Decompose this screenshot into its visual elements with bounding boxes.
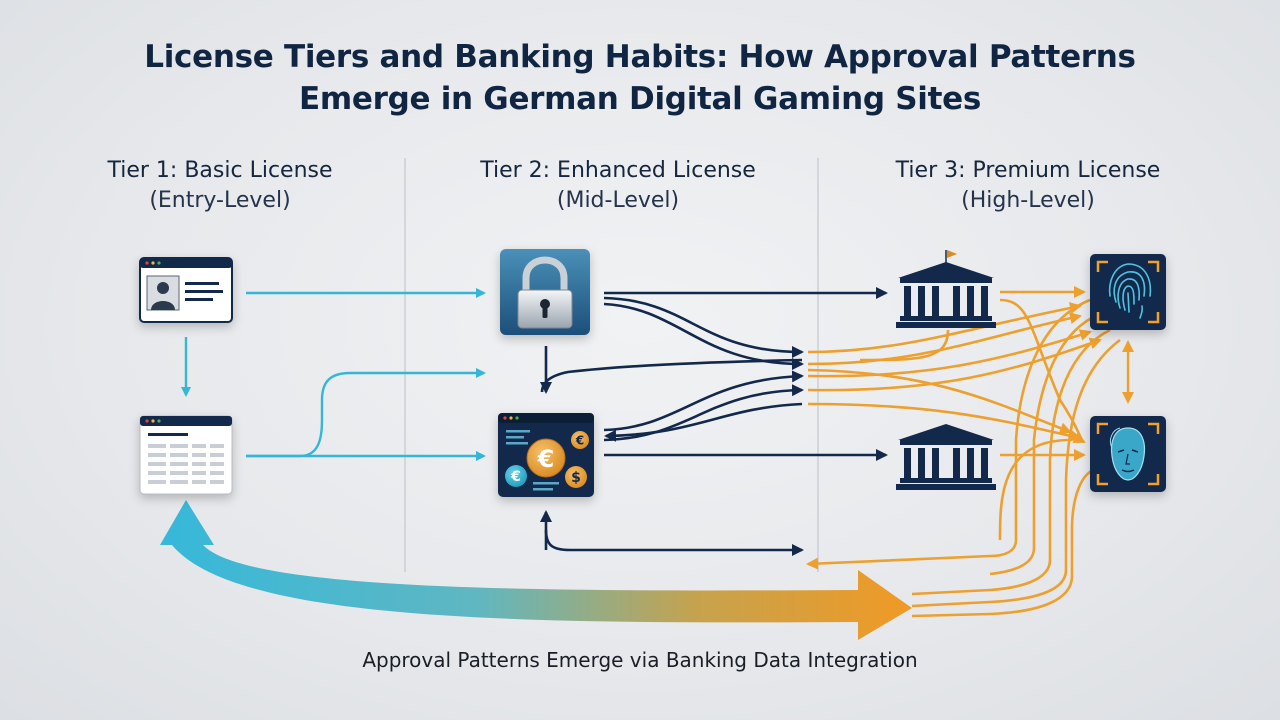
connector-arrow [911, 328, 1111, 596]
connector-arrow [998, 438, 1071, 541]
connector-arrow [807, 312, 1082, 366]
currency-dashboard-icon: € € € $ [498, 413, 594, 497]
connector-arrow [806, 298, 1091, 570]
tier-1-name: Tier 1: Basic License [107, 158, 333, 183]
connector-arrow [540, 358, 803, 393]
tier-2-level: (Mid-Level) [556, 188, 680, 213]
connector-arrow [999, 298, 1086, 444]
padlock-icon [500, 249, 590, 335]
fingerprint-scan-icon [1090, 254, 1166, 330]
id-card-icon [139, 257, 233, 323]
title-line-2: Emerge in German Digital Gaming Sites [299, 81, 981, 117]
tier-2-connectors [540, 287, 888, 556]
bank-flag-icon [896, 250, 996, 328]
spreadsheet-icon [139, 415, 233, 495]
connector-arrow [911, 466, 1101, 618]
tier-3-connectors [806, 286, 1134, 618]
feedback-arrow [160, 500, 912, 640]
tier-1-header: Tier 1: Basic License (Entry-Level) [70, 156, 370, 216]
connector-arrow [603, 302, 804, 370]
footer-caption: Approval Patterns Emerge via Banking Dat… [362, 648, 918, 672]
connector-arrow [603, 370, 804, 432]
tier-3-level: (High-Level) [961, 188, 1095, 213]
connector-arrow [911, 338, 1121, 608]
tier-3-name: Tier 3: Premium License [895, 158, 1161, 183]
tier-2-header: Tier 2: Enhanced License (Mid-Level) [468, 156, 768, 216]
coin-symbol: € [510, 469, 521, 485]
diagram-title: License Tiers and Banking Habits: How Ap… [0, 36, 1280, 120]
connector-arrow [544, 529, 804, 556]
title-line-1: License Tiers and Banking Habits: How Ap… [144, 39, 1136, 75]
connector-arrow [989, 312, 1101, 576]
connector-arrow [807, 402, 1082, 442]
connector-arrow [807, 337, 1102, 392]
bank-icon [896, 424, 996, 490]
connector-arrow [603, 384, 804, 442]
tier-1-connectors [181, 288, 486, 461]
tier-2-name: Tier 2: Enhanced License [480, 158, 756, 183]
connector-arrow [807, 368, 1072, 434]
face-scan-icon [1090, 416, 1166, 492]
coin-symbol: $ [571, 470, 581, 486]
connector-arrow [604, 402, 803, 442]
coin-symbol: € [575, 434, 584, 448]
connector-arrow [603, 296, 804, 358]
coin-symbol: € [537, 445, 555, 473]
connector-arrow [807, 302, 1082, 354]
connector-arrow [246, 368, 486, 458]
connector-arrow [859, 329, 950, 362]
connector-arrow [807, 329, 1092, 378]
tier-1-level: (Entry-Level) [149, 188, 291, 213]
tier-3-header: Tier 3: Premium License (High-Level) [878, 156, 1178, 216]
